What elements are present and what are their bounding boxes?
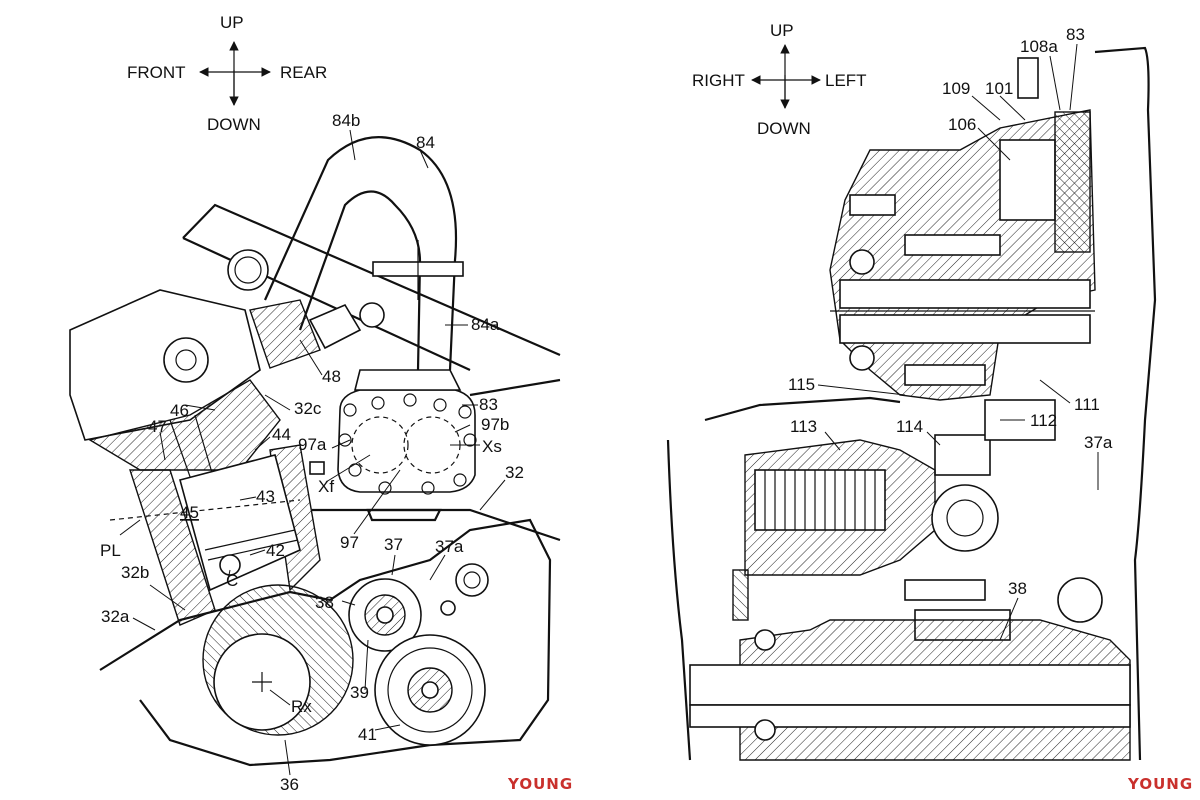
label-38: 38 (315, 593, 334, 612)
label-47: 47 (148, 417, 167, 436)
right-view: UP DOWN RIGHT LEFT (666, 21, 1193, 793)
throttle-body-48 (249, 299, 385, 369)
label-46: 46 (170, 401, 189, 420)
right-orientation-cross: UP DOWN RIGHT LEFT (692, 21, 867, 138)
upper-gear-assembly (829, 57, 1096, 476)
label-83-right: 83 (1066, 25, 1085, 44)
left-orientation-cross: UP DOWN FRONT REAR (127, 13, 327, 134)
label-42: 42 (266, 541, 285, 560)
label-84a: 84a (471, 315, 500, 334)
label-37a-right: 37a (1084, 433, 1113, 452)
right-casing (666, 46, 1157, 761)
label-43: 43 (256, 487, 275, 506)
label-45: 45 (180, 503, 199, 522)
right-leaders (817, 43, 1099, 641)
label-97: 97 (340, 533, 359, 552)
label-44: 44 (272, 425, 291, 444)
up-label: UP (220, 13, 244, 32)
label-48: 48 (322, 367, 341, 386)
label-pl: PL (100, 541, 121, 560)
cylinder-head (69, 289, 281, 506)
label-xf: Xf (318, 477, 334, 496)
label-84: 84 (416, 133, 435, 152)
label-rx: Rx (291, 697, 312, 716)
front-label: FRONT (127, 63, 186, 82)
label-41: 41 (358, 725, 377, 744)
left-labels: 84b 84 84a 48 46 32c 47 44 83 97b 97a Xs… (100, 111, 524, 794)
label-38-right: 38 (1008, 579, 1027, 598)
label-109: 109 (942, 79, 970, 98)
label-32: 32 (505, 463, 524, 482)
right-labels: 83 108a 109 101 106 115 111 113 114 112 … (788, 25, 1113, 598)
crankcase (99, 378, 561, 767)
rear-label: REAR (280, 63, 327, 82)
label-114: 114 (896, 417, 923, 436)
label-c: C (226, 571, 238, 590)
label-97b: 97b (481, 415, 509, 434)
left-view: UP DOWN FRONT REAR (69, 13, 573, 794)
label-97a: 97a (298, 435, 327, 454)
lower-shaft (689, 577, 1131, 761)
up-label-right: UP (770, 21, 794, 40)
label-112: 112 (1030, 411, 1057, 430)
label-36: 36 (280, 775, 299, 794)
label-101: 101 (985, 79, 1013, 98)
watermark-right: YOUNG (1127, 775, 1193, 793)
label-32b: 32b (121, 563, 149, 582)
label-32c: 32c (294, 399, 322, 418)
left-leaders (119, 129, 506, 776)
label-37: 37 (384, 535, 403, 554)
cylinder-block (109, 444, 321, 626)
down-label: DOWN (207, 115, 261, 134)
label-37a: 37a (435, 537, 464, 556)
label-111: 111 (1074, 395, 1100, 414)
pump-housing (309, 369, 477, 522)
label-xs: Xs (482, 437, 502, 456)
right-dir-label: RIGHT (692, 71, 745, 90)
label-84b: 84b (332, 111, 360, 130)
frame-tube (182, 203, 561, 371)
label-113: 113 (790, 417, 817, 436)
label-32a: 32a (101, 607, 130, 626)
left-dir-label: LEFT (825, 71, 867, 90)
label-106: 106 (948, 115, 976, 134)
label-39: 39 (350, 683, 369, 702)
label-115: 115 (788, 375, 815, 394)
label-83: 83 (479, 395, 498, 414)
label-108a: 108a (1020, 37, 1058, 56)
down-label-right: DOWN (757, 119, 811, 138)
watermark-left: YOUNG (507, 775, 573, 793)
